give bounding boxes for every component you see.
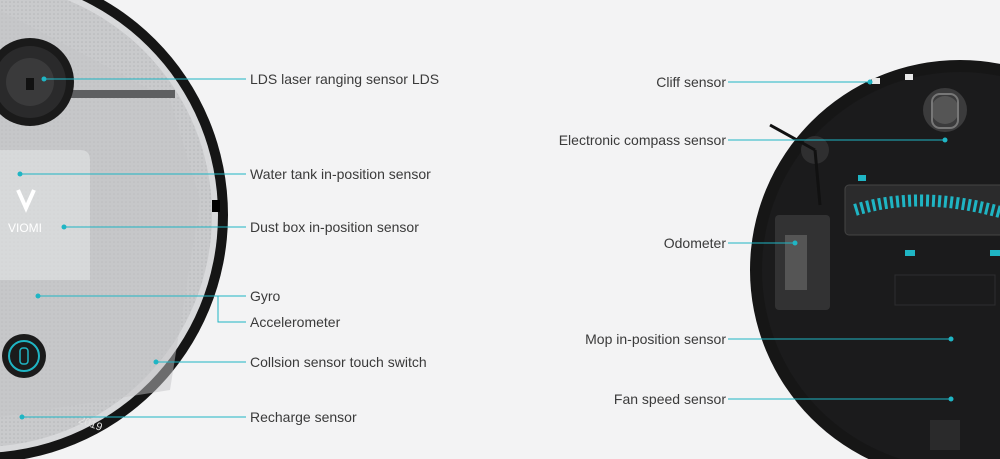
- right-callouts: [728, 79, 954, 402]
- label-accelerometer: Accelerometer: [250, 314, 341, 330]
- label-lds-sensor: LDS laser ranging sensor LDS: [250, 71, 440, 87]
- label-mop-sensor: Mop in-position sensor: [585, 331, 726, 347]
- robot-top-view: VIOMI 2019: [0, 0, 228, 459]
- robot-bottom-view: [750, 60, 1000, 459]
- label-fan-speed-sensor: Fan speed sensor: [613, 391, 726, 407]
- label-dust-box-sensor: Dust box in-position sensor: [250, 219, 419, 235]
- label-recharge-sensor: Recharge sensor: [250, 409, 357, 425]
- label-compass-sensor: Electronic compass sensor: [558, 132, 726, 148]
- left-callouts: [17, 76, 246, 420]
- label-gyro: Gyro: [250, 288, 281, 304]
- label-odometer: Odometer: [663, 235, 726, 251]
- label-cliff-sensor: Cliff sensor: [656, 74, 726, 90]
- label-collision-switch: Collsion sensor touch switch: [250, 354, 427, 370]
- label-water-tank-sensor: Water tank in-position sensor: [250, 166, 431, 182]
- brand-logo: VIOMI: [8, 221, 42, 235]
